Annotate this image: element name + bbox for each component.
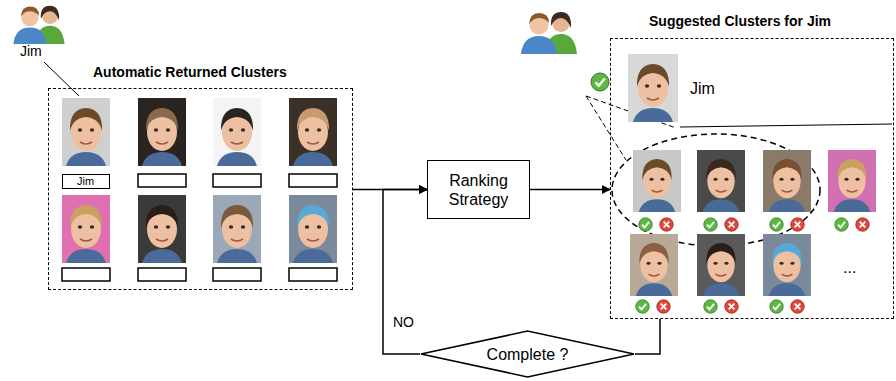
zoom-line bbox=[586, 96, 626, 160]
face bbox=[142, 205, 182, 263]
face bbox=[769, 159, 805, 212]
connector bbox=[635, 319, 660, 354]
reject-button bbox=[660, 218, 674, 232]
node-text: Complete ? bbox=[487, 345, 569, 364]
diamond-shape bbox=[421, 331, 634, 377]
photo bbox=[62, 98, 110, 166]
photo bbox=[697, 234, 745, 296]
accept-button bbox=[704, 218, 718, 232]
photo bbox=[213, 195, 261, 263]
face bbox=[639, 159, 675, 212]
node-note: ... bbox=[843, 259, 856, 277]
face bbox=[703, 159, 739, 212]
face bbox=[834, 159, 870, 212]
accept-button bbox=[704, 300, 718, 314]
user-icon bbox=[521, 12, 577, 54]
photo bbox=[289, 195, 337, 263]
selection-ellipse bbox=[612, 134, 820, 246]
photo bbox=[628, 54, 678, 122]
leader-line bbox=[44, 62, 79, 96]
face bbox=[293, 108, 333, 166]
decision-diamond: Complete ? bbox=[420, 330, 635, 378]
photo bbox=[630, 234, 678, 296]
user-name: Jim bbox=[20, 43, 42, 59]
connector bbox=[383, 190, 427, 355]
check-icon bbox=[591, 73, 609, 91]
name-box bbox=[62, 268, 110, 281]
photo bbox=[62, 195, 110, 263]
name-box: Jim bbox=[62, 174, 110, 189]
face bbox=[217, 108, 257, 166]
face bbox=[703, 243, 739, 296]
face bbox=[633, 64, 673, 122]
name-box bbox=[289, 174, 337, 187]
face bbox=[636, 243, 672, 296]
user-icon bbox=[13, 6, 64, 44]
accept-button bbox=[636, 300, 650, 314]
accept-button bbox=[770, 300, 784, 314]
reject-button bbox=[856, 218, 870, 232]
connector bbox=[530, 189, 610, 191]
accept-button bbox=[770, 218, 784, 232]
photo bbox=[633, 150, 681, 212]
face bbox=[66, 205, 106, 263]
node-text: Ranking Strategy bbox=[434, 171, 523, 209]
empty-name-boxes bbox=[62, 174, 337, 281]
name-box bbox=[213, 268, 261, 281]
reject-button bbox=[657, 300, 671, 314]
face bbox=[217, 205, 257, 263]
photo bbox=[138, 195, 186, 263]
suggested-photos bbox=[628, 54, 876, 296]
photo bbox=[763, 234, 811, 296]
node-note: Jim bbox=[690, 80, 715, 98]
suggestion-panel: Suggested Clusters for JimJim... bbox=[610, 38, 894, 319]
reject-button bbox=[791, 300, 805, 314]
accept-reject-buttons bbox=[636, 218, 870, 314]
photo bbox=[138, 98, 186, 166]
reject-button bbox=[725, 218, 739, 232]
reject-button bbox=[791, 218, 805, 232]
photo bbox=[289, 98, 337, 166]
photo bbox=[828, 150, 876, 212]
node-text: Suggested Clusters for Jim bbox=[649, 13, 831, 29]
name-box bbox=[138, 268, 186, 281]
face bbox=[293, 205, 333, 263]
photo bbox=[697, 150, 745, 212]
node-text: Automatic Returned Clusters bbox=[93, 64, 287, 80]
edge-label: NO bbox=[392, 314, 415, 330]
face bbox=[769, 243, 805, 296]
accept-button bbox=[639, 218, 653, 232]
photo bbox=[763, 150, 811, 212]
zoom-line bbox=[680, 124, 892, 127]
node-text: Jim bbox=[77, 176, 94, 187]
accept-button bbox=[835, 218, 849, 232]
face-photos bbox=[62, 98, 337, 263]
name-box bbox=[289, 268, 337, 281]
face bbox=[142, 108, 182, 166]
name-box bbox=[138, 174, 186, 187]
reject-button bbox=[725, 300, 739, 314]
face bbox=[66, 108, 106, 166]
name-box bbox=[213, 174, 261, 187]
process-box: Ranking Strategy bbox=[427, 160, 530, 219]
cluster-panel: Automatic Returned ClustersJim bbox=[48, 88, 353, 290]
photo bbox=[213, 98, 261, 166]
